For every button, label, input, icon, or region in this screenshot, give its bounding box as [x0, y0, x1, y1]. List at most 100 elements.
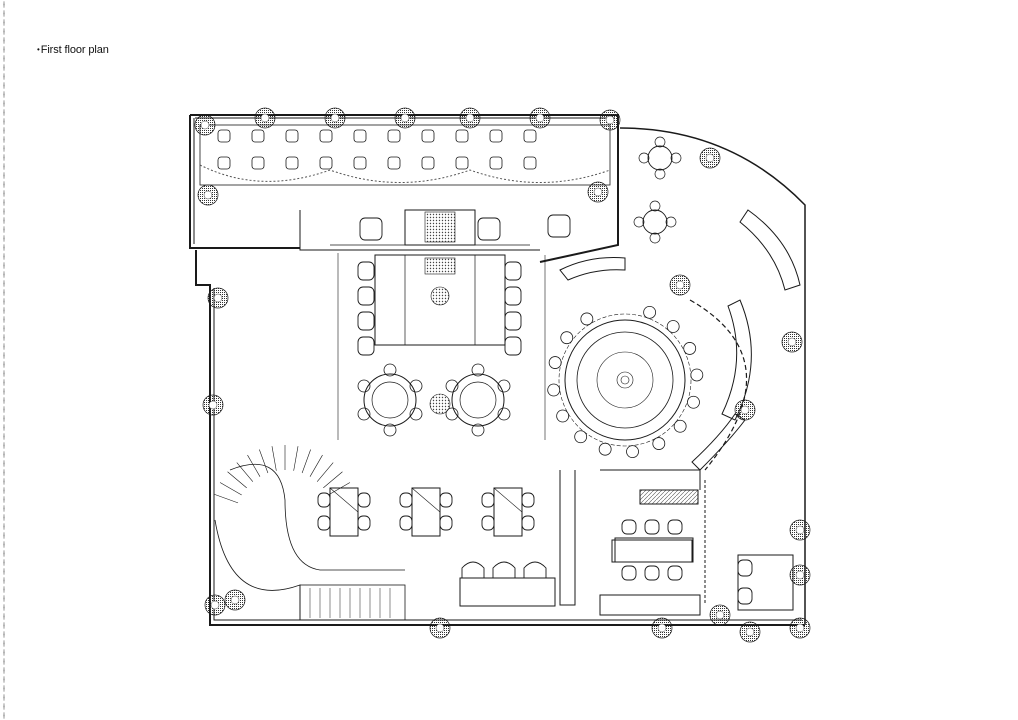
right-lounge: [459, 209, 801, 611]
plant-core: [203, 190, 213, 200]
chair: [439, 492, 453, 508]
stair-tread: [316, 462, 334, 482]
plant: [709, 604, 731, 626]
page-margin-dots: [3, 0, 5, 720]
bar-stool: [547, 383, 561, 397]
plant-core: [795, 623, 805, 633]
chair: [638, 152, 650, 164]
chair: [654, 168, 666, 180]
stair-tread: [309, 454, 323, 477]
terrace-chair: [523, 156, 537, 170]
bar-stool: [598, 442, 612, 456]
chair: [357, 379, 371, 393]
plant: [429, 617, 451, 639]
plant: [734, 399, 756, 421]
stair-tread: [259, 449, 269, 474]
bar-stool: [556, 409, 570, 423]
stair-tread: [271, 446, 277, 471]
plant: [459, 107, 481, 129]
plant-core: [740, 405, 750, 415]
plant: [699, 147, 721, 169]
plant: [394, 107, 416, 129]
stair-tread: [301, 449, 311, 474]
plant: [324, 107, 346, 129]
terrace-chair: [353, 129, 367, 143]
plant: [781, 331, 803, 353]
chair: [649, 200, 661, 212]
plant: [207, 287, 229, 309]
terrace-chair: [319, 156, 333, 170]
plant: [197, 184, 219, 206]
stair-tread: [236, 462, 254, 482]
bar-stool: [560, 331, 574, 345]
table-edge: [329, 487, 359, 513]
outdoor-table: [642, 209, 668, 235]
plant-core: [715, 610, 725, 620]
chair: [471, 423, 485, 437]
round-table-top: [371, 381, 409, 419]
chair: [359, 217, 383, 241]
chair: [317, 492, 331, 508]
chair: [357, 492, 371, 508]
plant-core: [593, 187, 603, 197]
bar-stool: [574, 430, 588, 444]
stair-tread: [328, 482, 351, 496]
bar-stool: [580, 312, 594, 326]
terrace-chair: [421, 156, 435, 170]
booth-seat: [492, 561, 516, 578]
table: [493, 487, 523, 537]
chair: [504, 261, 522, 281]
terrace-chair: [251, 129, 265, 143]
planter: [429, 393, 451, 415]
plant: [599, 109, 621, 131]
round-table-top: [459, 381, 497, 419]
terrace-chair: [319, 129, 333, 143]
chair: [737, 587, 753, 605]
stair-tread: [247, 454, 261, 477]
plant-core: [535, 113, 545, 123]
chair: [383, 423, 397, 437]
chair: [317, 515, 331, 531]
chair: [737, 559, 753, 577]
top-terrace-seating: [199, 124, 611, 186]
plant-core: [657, 623, 667, 633]
bar-stool: [683, 342, 697, 355]
title-bullet: •: [37, 45, 40, 54]
stair-treads: [214, 445, 391, 618]
page-title: •First floor plan: [37, 44, 109, 56]
chair: [357, 407, 371, 421]
chair: [481, 492, 495, 508]
planter: [430, 286, 450, 306]
chair: [521, 515, 535, 531]
plant: [194, 114, 216, 136]
terrace-chair: [387, 129, 401, 143]
chair: [644, 519, 660, 535]
chair: [445, 379, 459, 393]
terrace-chair: [489, 129, 503, 143]
plant-core: [795, 570, 805, 580]
bar-stool: [548, 356, 562, 369]
terrace-chair: [217, 129, 231, 143]
plants: [194, 107, 811, 643]
chair: [504, 336, 522, 356]
bar-stool: [666, 320, 680, 333]
table-edge: [411, 487, 441, 513]
plant: [739, 621, 761, 643]
chair: [497, 379, 511, 393]
plant-core: [208, 400, 218, 410]
terrace-chair: [285, 156, 299, 170]
planter: [424, 257, 456, 275]
plant-core: [745, 627, 755, 637]
chair: [504, 311, 522, 331]
chair: [667, 565, 683, 581]
bar-stool: [690, 368, 704, 382]
terrace-chair: [285, 129, 299, 143]
bar-stool: [673, 419, 687, 433]
outdoor-table: [647, 145, 673, 171]
plant-core: [213, 293, 223, 303]
terrace-chair: [489, 156, 503, 170]
chair: [399, 515, 413, 531]
plant-core: [435, 623, 445, 633]
title-text: First floor plan: [40, 44, 109, 56]
table: [411, 487, 441, 537]
